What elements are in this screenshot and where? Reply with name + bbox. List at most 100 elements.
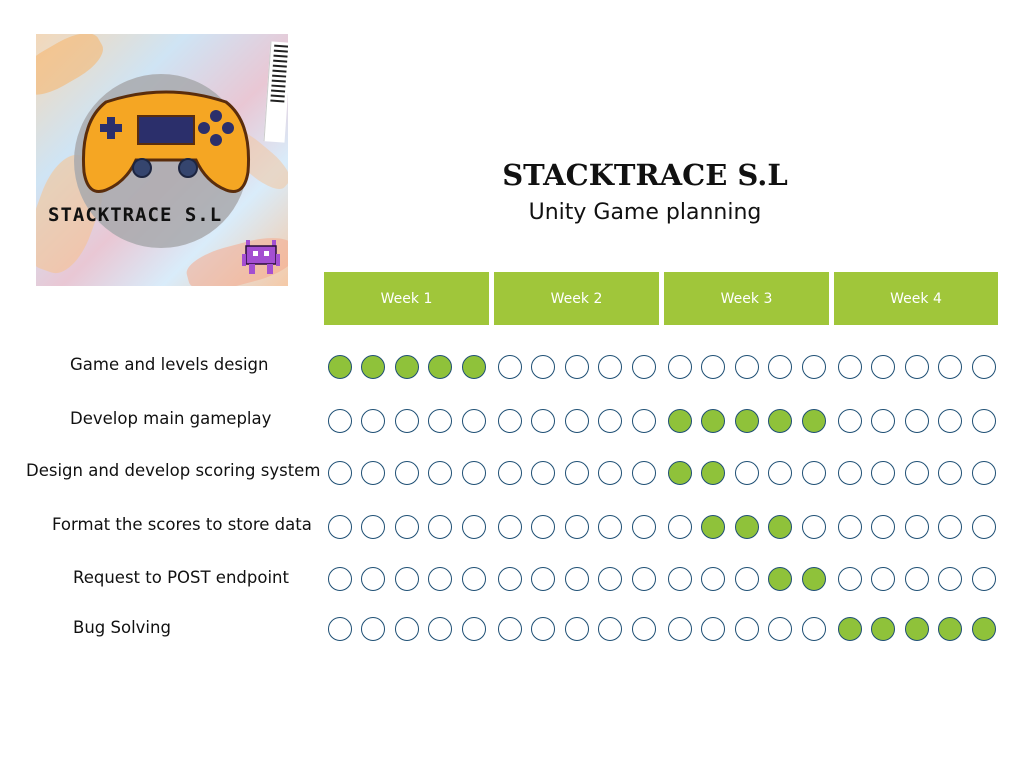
empty-day-dot — [428, 617, 452, 641]
barcode-icon — [263, 41, 288, 143]
empty-day-dot — [734, 567, 759, 591]
empty-day-dot — [904, 461, 929, 485]
empty-day-dot — [394, 515, 419, 539]
empty-day-dot — [598, 515, 622, 539]
page-subtitle: Unity Game planning — [528, 200, 762, 225]
filled-day-dot — [394, 355, 419, 379]
filled-day-dot — [734, 409, 759, 433]
empty-day-dot — [667, 515, 692, 539]
empty-day-dot — [631, 355, 656, 379]
empty-day-dot — [837, 355, 862, 379]
filled-day-dot — [667, 409, 692, 433]
task-label-main-gameplay: Develop main gameplay — [70, 409, 272, 428]
filled-day-dot — [361, 355, 385, 379]
empty-day-dot — [327, 567, 352, 591]
empty-day-dot — [564, 461, 589, 485]
empty-day-dot — [871, 409, 895, 433]
empty-day-dot — [531, 461, 555, 485]
filled-day-dot — [701, 409, 725, 433]
empty-day-dot — [938, 515, 962, 539]
empty-day-dot — [428, 567, 452, 591]
pixel-alien-icon — [242, 240, 280, 274]
empty-day-dot — [497, 355, 522, 379]
empty-day-dot — [667, 617, 692, 641]
empty-day-dot — [837, 515, 862, 539]
logo-wordmark: STACKTRACE S.L — [48, 204, 223, 226]
empty-day-dot — [734, 355, 759, 379]
empty-day-dot — [361, 515, 385, 539]
empty-day-dot — [904, 355, 929, 379]
empty-day-dot — [801, 515, 826, 539]
empty-day-dot — [871, 567, 895, 591]
gamepad-icon — [81, 90, 251, 193]
empty-day-dot — [598, 409, 622, 433]
empty-day-dot — [904, 515, 929, 539]
empty-day-dot — [394, 617, 419, 641]
empty-day-dot — [801, 617, 826, 641]
empty-day-dot — [871, 461, 895, 485]
empty-day-dot — [361, 617, 385, 641]
empty-day-dot — [837, 409, 862, 433]
filled-day-dot — [801, 409, 826, 433]
empty-day-dot — [837, 567, 862, 591]
week-header-2: Week 2 — [494, 272, 659, 325]
empty-day-dot — [461, 617, 486, 641]
empty-day-dot — [598, 461, 622, 485]
empty-day-dot — [428, 515, 452, 539]
filled-day-dot — [871, 617, 895, 641]
empty-day-dot — [971, 355, 996, 379]
empty-day-dot — [564, 515, 589, 539]
empty-day-dot — [361, 567, 385, 591]
empty-day-dot — [497, 409, 522, 433]
empty-day-dot — [631, 567, 656, 591]
empty-day-dot — [461, 409, 486, 433]
filled-day-dot — [801, 567, 826, 591]
empty-day-dot — [327, 461, 352, 485]
empty-day-dot — [497, 567, 522, 591]
empty-day-dot — [598, 567, 622, 591]
week-header-3: Week 3 — [664, 272, 829, 325]
empty-day-dot — [461, 567, 486, 591]
filled-day-dot — [904, 617, 929, 641]
empty-day-dot — [564, 409, 589, 433]
filled-day-dot — [461, 355, 486, 379]
empty-day-dot — [871, 515, 895, 539]
task-label-scoring-system: Design and develop scoring system — [26, 461, 321, 480]
filled-day-dot — [667, 461, 692, 485]
empty-day-dot — [631, 461, 656, 485]
empty-day-dot — [734, 617, 759, 641]
empty-day-dot — [631, 409, 656, 433]
empty-day-dot — [461, 515, 486, 539]
empty-day-dot — [971, 409, 996, 433]
empty-day-dot — [394, 567, 419, 591]
filled-day-dot — [734, 515, 759, 539]
empty-day-dot — [631, 515, 656, 539]
empty-day-dot — [327, 409, 352, 433]
empty-day-dot — [701, 355, 725, 379]
empty-day-dot — [598, 355, 622, 379]
empty-day-dot — [531, 409, 555, 433]
empty-day-dot — [734, 461, 759, 485]
empty-day-dot — [531, 515, 555, 539]
empty-day-dot — [361, 409, 385, 433]
empty-day-dot — [904, 409, 929, 433]
empty-day-dot — [327, 617, 352, 641]
empty-day-dot — [598, 617, 622, 641]
empty-day-dot — [768, 617, 792, 641]
task-label-post-endpoint: Request to POST endpoint — [73, 568, 289, 587]
empty-day-dot — [801, 461, 826, 485]
filled-day-dot — [327, 355, 352, 379]
empty-day-dot — [394, 409, 419, 433]
empty-day-dot — [361, 461, 385, 485]
empty-day-dot — [837, 461, 862, 485]
empty-day-dot — [531, 617, 555, 641]
page-title: STACKTRACE S.L — [502, 158, 788, 192]
empty-day-dot — [497, 461, 522, 485]
empty-day-dot — [768, 461, 792, 485]
empty-day-dot — [904, 567, 929, 591]
empty-day-dot — [531, 567, 555, 591]
filled-day-dot — [837, 617, 862, 641]
empty-day-dot — [461, 461, 486, 485]
empty-day-dot — [938, 461, 962, 485]
filled-day-dot — [701, 515, 725, 539]
